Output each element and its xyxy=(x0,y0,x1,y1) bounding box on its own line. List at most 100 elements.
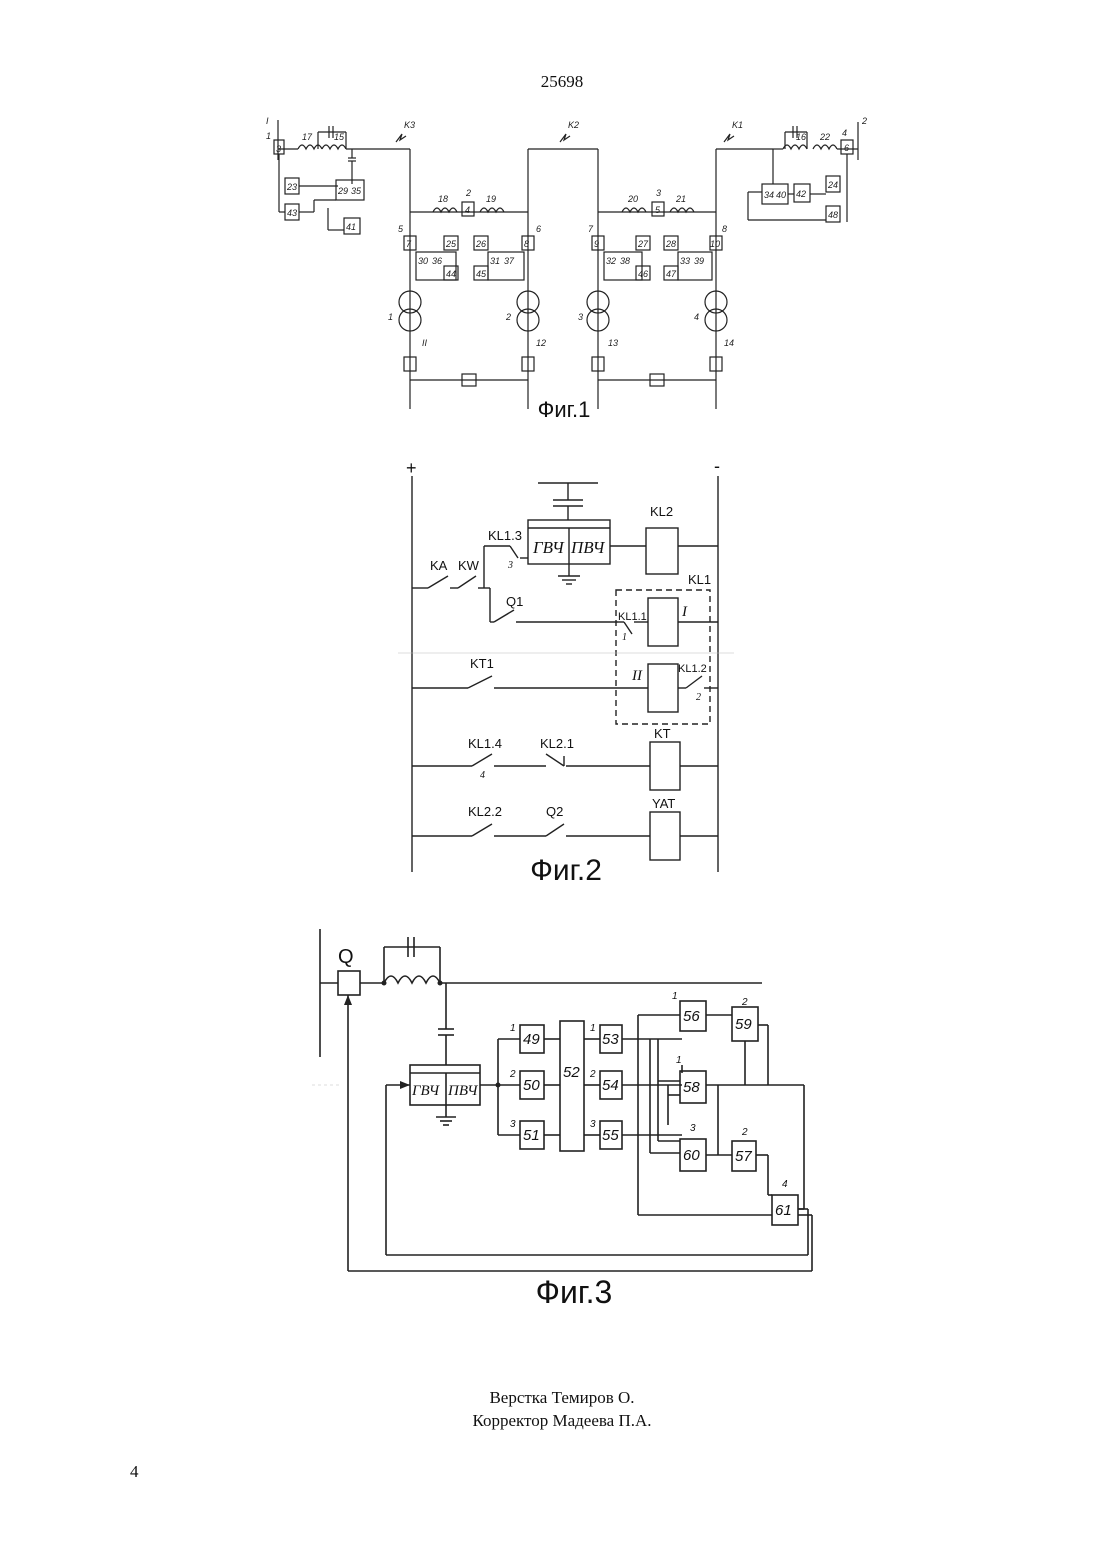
transformer-label: 13 xyxy=(608,338,618,348)
section-number: 2 xyxy=(465,188,471,198)
section-number: 7 xyxy=(588,224,594,234)
contact-kl12-label: KL1.2 xyxy=(678,663,707,675)
breaker-label: 7 xyxy=(406,239,412,249)
section-number: 4 xyxy=(842,128,847,138)
block-55-label: 55 xyxy=(602,1127,619,1144)
figure-2-diagram: + - ГВЧ ПВЧ KL1.3 3 KA KW Q1 KL1.1 1 KT1… xyxy=(398,458,734,888)
bus-label-2: 2 xyxy=(861,116,867,126)
hf-receiver-label: ПВЧ xyxy=(570,538,606,557)
relay-label: 40 xyxy=(776,190,786,200)
block-52-label: 52 xyxy=(563,1064,580,1081)
reactor-label: 21 xyxy=(675,194,686,204)
block-61-number: 4 xyxy=(782,1179,788,1190)
coil-kt-label: KT xyxy=(654,726,671,741)
plus-rail-label: + xyxy=(406,458,417,478)
breaker-label: 6 xyxy=(844,143,849,153)
block-56-number: 1 xyxy=(672,991,678,1002)
relay-label: 44 xyxy=(446,269,456,279)
relay-label: 41 xyxy=(346,222,356,232)
block-output-number: 3 xyxy=(590,1119,596,1130)
breaker-label: 4 xyxy=(465,205,470,215)
fault-label-k3: K3 xyxy=(404,120,415,130)
contact-q2-label: Q2 xyxy=(546,804,563,819)
relay-label: 28 xyxy=(665,239,676,249)
transformer-number: 3 xyxy=(578,312,583,322)
reactor-label: 22 xyxy=(819,132,830,142)
relay-label: 42 xyxy=(796,189,806,199)
reactor-label: 20 xyxy=(627,194,638,204)
contact-kl21-label: KL2.1 xyxy=(540,736,574,751)
bus-label-1: I xyxy=(266,116,269,126)
hf-receiver-label: ПВЧ xyxy=(447,1083,479,1099)
relay-label: 27 xyxy=(637,239,649,249)
block-input-number: 3 xyxy=(510,1119,516,1130)
coil-kl1-winding-1: I xyxy=(681,604,688,620)
relay-label: 43 xyxy=(287,208,297,218)
relay-label: 37 xyxy=(504,256,515,266)
page-number: 4 xyxy=(130,1462,139,1482)
credits: Верстка Темиров О. Корректор Мадеева П.А… xyxy=(0,1386,1100,1432)
section-number: 8 xyxy=(722,224,727,234)
block-51-label: 51 xyxy=(523,1127,540,1144)
block-input-number: 1 xyxy=(510,1023,516,1034)
relay-label: 38 xyxy=(620,256,630,266)
relay-label: 31 xyxy=(490,256,500,266)
figure-3-caption: Фиг.3 xyxy=(536,1274,613,1310)
contact-kl13-number: 3 xyxy=(507,560,513,571)
reactor-label: 15 xyxy=(334,132,345,142)
figure-1-caption: Фиг.1 xyxy=(538,397,591,422)
relay-label: 45 xyxy=(476,269,487,279)
contact-q1-label: Q1 xyxy=(506,594,523,609)
contact-kt1-label: KT1 xyxy=(470,656,494,671)
breaker-label: 3 xyxy=(276,144,281,154)
relay-label: 34 xyxy=(764,190,774,200)
breaker-label: 8 xyxy=(524,239,529,249)
block-output-number: 2 xyxy=(589,1069,596,1080)
relay-label: 25 xyxy=(445,239,457,249)
breaker-label: 5 xyxy=(655,205,661,215)
section-number: 3 xyxy=(656,188,661,198)
block-input-number: 2 xyxy=(509,1069,516,1080)
block-49-label: 49 xyxy=(523,1031,540,1048)
contact-kl14-label: KL1.4 xyxy=(468,736,502,751)
block-56-label: 56 xyxy=(683,1008,700,1025)
block-61-label: 61 xyxy=(775,1202,792,1219)
relay-label: 33 xyxy=(680,256,690,266)
block-60-label: 60 xyxy=(683,1147,700,1164)
breaker-label: 10 xyxy=(710,239,720,249)
transformer-number: 2 xyxy=(505,312,511,322)
relay-label: 48 xyxy=(828,210,838,220)
coil-yat-label: YAT xyxy=(652,796,675,811)
transformer-label: 14 xyxy=(724,338,734,348)
section-number: 1 xyxy=(266,131,271,141)
contact-kl13-label: KL1.3 xyxy=(488,528,522,543)
transformer-label: II xyxy=(422,338,428,348)
reactor-label: 17 xyxy=(302,132,313,142)
block-59-label: 59 xyxy=(735,1016,752,1033)
breaker-label: 9 xyxy=(594,239,599,249)
coil-kl1-winding-2: II xyxy=(631,668,643,684)
contact-kl14-number: 4 xyxy=(480,770,485,781)
relay-label: 26 xyxy=(475,239,486,249)
block-57-number: 2 xyxy=(741,1127,748,1138)
relay-label: 24 xyxy=(827,180,838,190)
transformer-number: 4 xyxy=(694,312,699,322)
coil-kl2-label: KL2 xyxy=(650,504,673,519)
contact-kl22-label: KL2.2 xyxy=(468,804,502,819)
relay-label: 23 xyxy=(286,182,297,192)
contact-kl12-number: 2 xyxy=(696,692,701,703)
block-58-number: 1 xyxy=(676,1055,682,1066)
breaker-q-label: Q xyxy=(338,946,354,968)
section-number: 5 xyxy=(398,224,404,234)
relay-label: 30 xyxy=(418,256,428,266)
patent-number: 25698 xyxy=(0,72,1100,92)
reactor-label: 18 xyxy=(438,194,448,204)
contact-ka-label: KA xyxy=(430,558,448,573)
section-number: 6 xyxy=(536,224,541,234)
contact-kw-label: KW xyxy=(458,558,480,573)
block-54-label: 54 xyxy=(602,1077,619,1094)
layout-credit: Верстка Темиров О. xyxy=(0,1386,1100,1409)
relay-label: 32 xyxy=(606,256,616,266)
block-58-label: 58 xyxy=(683,1079,700,1096)
block-53-label: 53 xyxy=(602,1031,619,1048)
